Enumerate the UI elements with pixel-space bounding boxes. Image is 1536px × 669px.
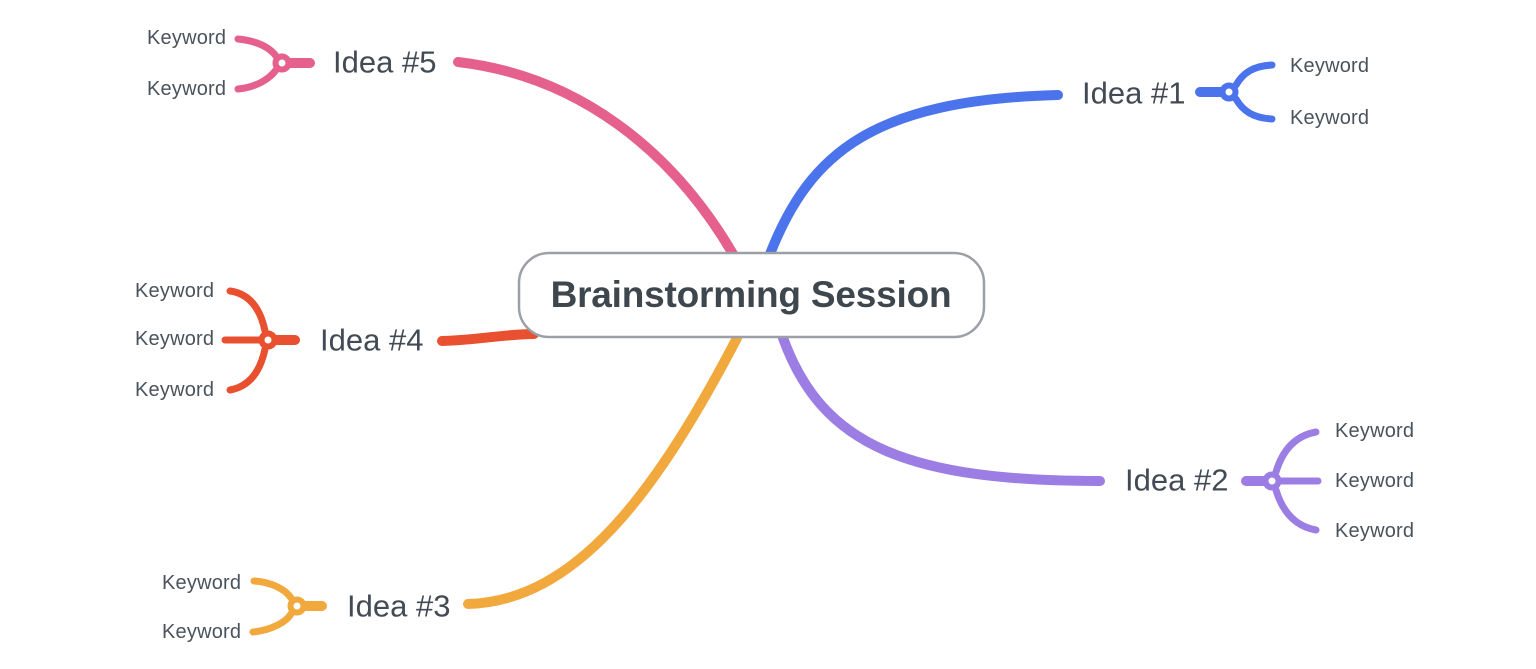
idea-5-label[interactable]: Idea #5 — [333, 44, 437, 80]
idea-1-label[interactable]: Idea #1 — [1082, 75, 1186, 111]
idea-5-fork-circle — [272, 53, 292, 73]
idea-2-fork-bottom — [1272, 486, 1320, 534]
idea-2-fork-circle — [1262, 471, 1282, 491]
idea-3-main-curve — [463, 333, 742, 609]
idea-4-label[interactable]: Idea #4 — [320, 322, 424, 358]
idea-5-main-curve — [453, 57, 738, 259]
idea-2-keyword-3[interactable]: Keyword — [1335, 520, 1415, 542]
idea-4-fork-circle — [258, 330, 278, 350]
idea-5-keyword-2[interactable]: Keyword — [147, 78, 227, 100]
idea-3-label[interactable]: Idea #3 — [347, 588, 451, 624]
idea-1-fork-top — [1232, 61, 1276, 89]
idea-3-fork-top — [250, 577, 295, 602]
idea-3-keyword-2[interactable]: Keyword — [162, 621, 242, 643]
idea-4-main-curve — [437, 329, 539, 346]
idea-4-fork-top — [226, 287, 269, 335]
idea-2-fork-top — [1272, 428, 1320, 476]
idea-2-keyword-1[interactable]: Keyword — [1335, 420, 1415, 442]
idea-2-keyword-2[interactable]: Keyword — [1335, 470, 1415, 492]
idea-4-keyword-3[interactable]: Keyword — [135, 379, 215, 401]
idea-4-fork-bottom — [226, 345, 269, 394]
idea-2-main-curve — [778, 333, 1105, 486]
idea-1-fork-bottom — [1232, 95, 1276, 123]
idea-1-main-curve — [765, 90, 1063, 259]
idea-1-fork-circle — [1219, 82, 1239, 102]
idea-4-keyword-2[interactable]: Keyword — [135, 328, 215, 350]
central-topic-node[interactable] — [517, 251, 986, 339]
idea-3-keyword-1[interactable]: Keyword — [162, 572, 242, 594]
idea-2-label[interactable]: Idea #2 — [1125, 462, 1229, 498]
idea-5-fork-top — [234, 35, 280, 60]
idea-3-fork-circle — [287, 596, 307, 616]
idea-5-fork-bottom — [234, 66, 280, 93]
idea-1-keyword-2[interactable]: Keyword — [1290, 107, 1370, 129]
idea-3-fork-bottom — [249, 610, 295, 636]
idea-5-keyword-1[interactable]: Keyword — [147, 27, 227, 49]
central-topic-label[interactable]: Brainstorming Session — [550, 273, 952, 315]
idea-1-keyword-1[interactable]: Keyword — [1290, 55, 1370, 77]
idea-4-keyword-1[interactable]: Keyword — [135, 280, 215, 302]
